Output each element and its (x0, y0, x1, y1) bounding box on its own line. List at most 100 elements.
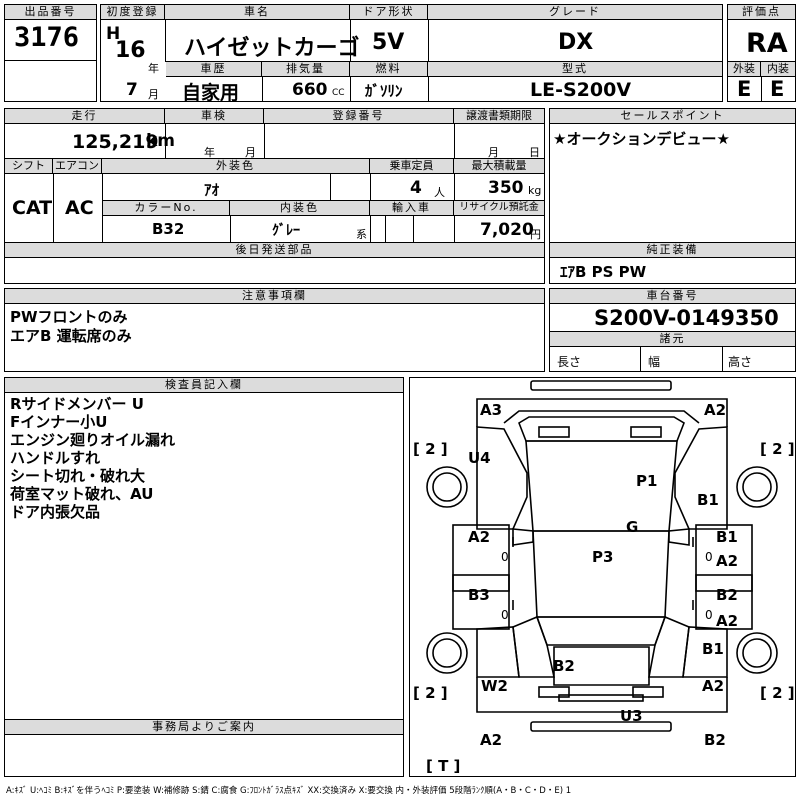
model-value: LE-S200V (530, 79, 632, 101)
era-letter: H (106, 24, 121, 44)
front-light-left (538, 426, 570, 438)
displacement-value: 660 (292, 80, 328, 100)
sales-point-text: ★オークションデビュー★ (553, 130, 730, 148)
exterior-grade: E (737, 77, 752, 101)
sales-point-box (549, 108, 796, 284)
max-load-header: 最大積載量 (454, 159, 544, 174)
interior-grade: E (770, 77, 785, 101)
int-color-header: 内装色 (230, 201, 370, 216)
capacity-unit: 人 (434, 186, 445, 199)
capacity-value: 4 (410, 178, 422, 198)
transfer-month: 月 (488, 146, 499, 159)
mark-a3-front-left: A3 (480, 401, 503, 419)
wheel-rl (426, 632, 468, 674)
score-header: 評価点 (728, 5, 795, 20)
mileage-header: 走行 (5, 109, 165, 124)
history-value: 自家用 (182, 82, 240, 104)
recycle-value: 7,020 (480, 220, 534, 240)
top-info-box (100, 4, 723, 102)
zero-right: 0 (705, 550, 713, 564)
sales-point-header: セールスポイント (550, 109, 795, 124)
van-diagram (426, 380, 778, 732)
mark-b3: B3 (468, 586, 490, 604)
score-value: RA (746, 28, 788, 59)
mileage-value: 125,219 (72, 131, 159, 153)
tire-fr: [ 2 ] (760, 440, 795, 458)
chassis-number: S200V-0149350 (594, 306, 779, 330)
inspection-header: 車検 (165, 109, 264, 124)
rear-door (553, 646, 650, 686)
shift-value: CAT (12, 197, 53, 219)
ext-color-value: ｱｵ (204, 181, 220, 199)
roof-center (532, 530, 670, 618)
chassis-header: 車台番号 (550, 289, 795, 304)
mark-b2-right-rear-door: B2 (716, 586, 738, 604)
int-color-suffix: 系 (356, 228, 367, 241)
equipment-header: 純正装備 (550, 243, 795, 258)
first-reg-header: 初度登録 (101, 5, 165, 20)
caution-box (4, 288, 545, 372)
displacement-header: 排気量 (262, 62, 350, 77)
car-name: ハイゼットカーゴ (184, 36, 360, 61)
year-unit: 年 (148, 62, 159, 75)
inspector-line-4: ハンドルすれ (10, 449, 101, 467)
caution-line-2: エアB 運転席のみ (10, 327, 132, 345)
reg-year: 16 (115, 38, 146, 63)
lot-box (4, 4, 97, 102)
tire-rl: [ 2 ] (413, 684, 448, 702)
front-bumper (476, 398, 728, 427)
wheel-fl (426, 466, 468, 508)
mark-p3: P3 (592, 548, 614, 566)
doors-header: ドア形状 (350, 5, 428, 20)
spec-length: 長さ (557, 355, 582, 369)
later-parts-header: 後日発送部品 (5, 243, 544, 258)
tire-fl: [ 2 ] (413, 440, 448, 458)
grade-header: グレード (428, 5, 722, 20)
rear-roof (535, 616, 667, 646)
interior-header: 内装 (761, 62, 795, 77)
front-edge (503, 410, 700, 424)
inspector-header: 検査員記入欄 (5, 378, 403, 393)
mark-w2: W2 (481, 677, 508, 695)
capacity-header: 乗車定員 (370, 159, 454, 174)
inspector-line-5: シート切れ・破れ大 (10, 467, 146, 485)
inspection-month: 月 (245, 146, 256, 159)
color-no-header: カラーNo. (103, 201, 230, 216)
registration-header: 登録番号 (264, 109, 454, 124)
inspector-line-1: Rサイドメンバー U (10, 395, 144, 413)
specs-header: 諸元 (550, 332, 795, 347)
inspector-line-6: 荷室マット破れ、AU (10, 485, 154, 503)
mark-g: G (626, 518, 639, 536)
mark-a2-bottom-left: A2 (480, 731, 503, 749)
doors-value: 5V (372, 30, 405, 55)
lot-header: 出品番号 (5, 5, 96, 20)
bottom-rail (530, 721, 672, 732)
front-light-right (630, 426, 662, 438)
inspection-year: 年 (204, 146, 215, 159)
recycle-unit: 円 (530, 228, 541, 241)
zero-right-2: 0 (705, 608, 713, 622)
model-header: 型式 (428, 62, 722, 77)
chassis-box (549, 288, 796, 372)
grade-value: DX (558, 30, 594, 55)
inspector-line-7: ドア内張欠品 (10, 503, 101, 521)
inspector-line-3: エンジン廻りオイル漏れ (10, 431, 176, 449)
left-rear-panel (512, 615, 555, 678)
mark-u4: U4 (468, 449, 491, 467)
mark-b1-front-right: B1 (697, 491, 719, 509)
reg-month: 7 (126, 80, 138, 100)
color-no-value: B32 (152, 220, 185, 238)
fuel-header: 燃料 (350, 62, 428, 77)
wheel-fr (736, 466, 778, 508)
right-front-panel (674, 426, 728, 530)
import-header: 輸入車 (370, 201, 454, 216)
diagram-box (409, 377, 796, 777)
zero-left-2: 0 (501, 608, 509, 622)
mark-a2-rear-right: A2 (702, 677, 725, 695)
legend: A:ｷｽﾞ U:ﾍｺﾐ B:ｷｽﾞを伴うﾍｺﾐ P:要塗装 W:補修跡 S:錆 … (6, 786, 572, 796)
right-rear-panel (648, 615, 690, 678)
mark-a2-front-right: A2 (704, 401, 727, 419)
mark-p1: P1 (636, 472, 658, 490)
ext-color-header: 外装色 (102, 159, 370, 174)
vehicle-details-box (4, 108, 545, 284)
